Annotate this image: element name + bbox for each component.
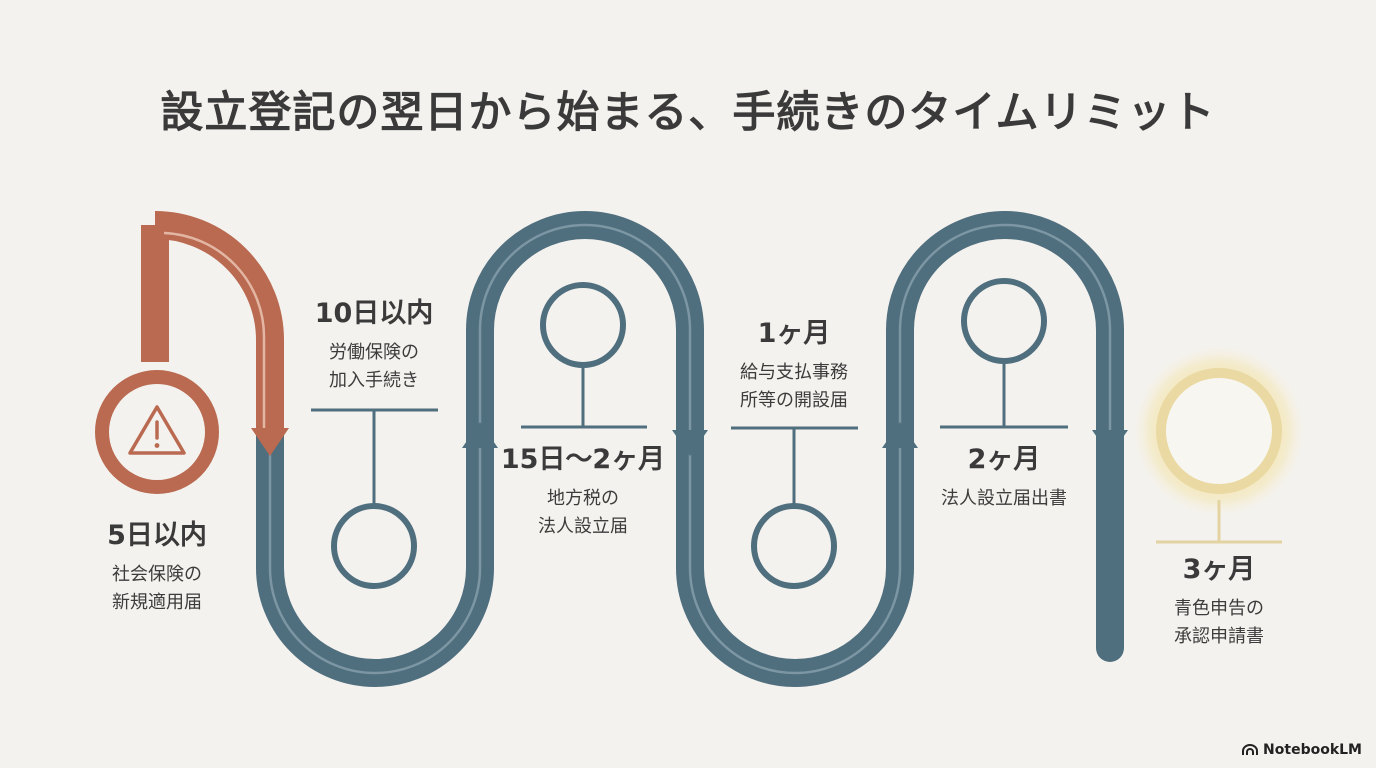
page-title: 設立登記の翌日から始まる、手続きのタイムリミット [160, 88, 1216, 138]
milestone-node [331, 503, 417, 589]
arrow-up-icon [882, 422, 918, 448]
milestone-description: 所等の開設届 [740, 390, 848, 411]
milestone-deadline: 3ヶ月 [1182, 554, 1256, 585]
milestone-description: 労働保険の [329, 342, 419, 363]
urgent-path-highlight [163, 231, 266, 430]
milestone-label: 3ヶ月 青色申告の 承認申請書 [1119, 553, 1319, 651]
milestone-description: 給与支払事務 [740, 362, 848, 383]
arrow-down-icon [672, 430, 708, 456]
urgent-path [141, 211, 284, 432]
milestone-node [751, 503, 837, 589]
urgent-arrow-icon [251, 428, 289, 456]
notebooklm-logo-icon [1242, 744, 1259, 755]
milestone-description: 新規適用届 [112, 592, 202, 613]
arrow-down-icon [1092, 430, 1128, 456]
milestone-deadline: 10日以内 [314, 298, 434, 329]
milestone-label: 15日～2ヶ月 地方税の 法人設立届 [473, 443, 693, 541]
arrow-up-icon [462, 422, 498, 448]
milestone-node [540, 282, 626, 368]
milestone-description: 加入手続き [329, 370, 419, 391]
milestone-description: 法人設立届出書 [941, 488, 1067, 509]
milestone-node [961, 278, 1047, 364]
milestone-description: 承認申請書 [1174, 626, 1264, 647]
milestone-description: 地方税の [547, 488, 619, 509]
milestone-deadline: 1ヶ月 [757, 318, 831, 349]
warning-icon [128, 405, 186, 455]
milestone-deadline: 15日～2ヶ月 [500, 444, 666, 475]
milestone-label: 10日以内 労働保険の 加入手続き [274, 297, 474, 395]
milestone-description: 青色申告の [1174, 598, 1264, 619]
milestone-deadline: 5日以内 [107, 520, 207, 551]
milestone-description: 法人設立届 [538, 516, 628, 537]
milestone-label: 2ヶ月 法人設立届出書 [904, 443, 1104, 513]
milestone-label: 5日以内 社会保険の 新規適用届 [57, 519, 257, 617]
milestone-description: 社会保険の [112, 564, 202, 585]
brand-watermark: NotebookLM [1242, 742, 1362, 758]
brand-label: NotebookLM [1263, 742, 1362, 758]
milestone-label: 1ヶ月 給与支払事務 所等の開設届 [694, 317, 894, 415]
milestone-deadline: 2ヶ月 [967, 444, 1041, 475]
